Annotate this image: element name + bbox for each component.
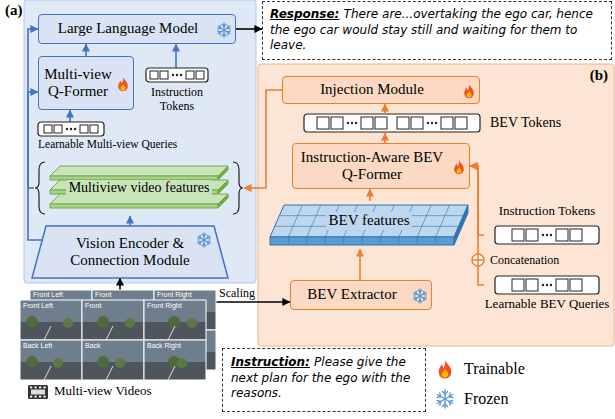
trainable-icon <box>464 84 474 98</box>
frozen-icon <box>218 23 230 37</box>
token-group: Instruction Tokens <box>142 68 212 118</box>
frozen-icon <box>437 390 453 408</box>
arrow-connector <box>369 189 371 201</box>
camera-label: Back Left <box>23 342 52 349</box>
encoder-trapezoid: Vision Encoder & Connection Module <box>32 226 228 278</box>
panel-ground <box>258 64 614 346</box>
camera-label: Front <box>95 291 111 298</box>
token-row <box>495 276 599 294</box>
feature-slab <box>50 166 228 180</box>
legend-text: Frozen <box>464 388 508 410</box>
node-label: Instruction Tokens <box>142 86 212 114</box>
panel-label: (b) <box>590 67 608 84</box>
node-label: Large Language Model <box>58 20 199 37</box>
arrow-connector <box>236 28 262 30</box>
token-row <box>146 68 208 82</box>
node-label: Multi-view Q-Former <box>43 66 113 101</box>
response-box: Response:There are...overtaking the ego … <box>262 1 612 60</box>
concat-plus <box>473 255 484 266</box>
arrow-connector <box>119 278 121 290</box>
arrow-connector <box>244 90 282 188</box>
panel-region: (b) Injection ModuleBEV TokensInstruction… <box>258 64 614 346</box>
token-group: BEV Tokens <box>300 113 580 133</box>
camera-label: Front <box>85 302 101 309</box>
node-label: Learnable BEV Queries <box>485 297 610 312</box>
legend-row: Frozen <box>434 388 604 410</box>
bev-grid: BEV features <box>270 201 468 249</box>
arrow-connector <box>129 216 131 226</box>
operation-label: Concatenation <box>490 253 559 267</box>
token-group: Learnable BEV Queries <box>484 276 610 330</box>
node-label: BEV Extractor <box>307 286 396 303</box>
arrow-connector <box>470 166 484 235</box>
feature-stack: Multiview video features <box>34 160 244 216</box>
token-row <box>38 122 104 136</box>
token-group: Instruction Tokens <box>484 204 610 244</box>
token-row <box>304 114 480 132</box>
camera-label: Back Right <box>147 342 181 349</box>
brace <box>35 162 243 214</box>
arrow-connector <box>384 133 386 143</box>
token-group: Learnable Multi-view Queries <box>36 122 226 156</box>
node-label: Vision Encoder & Connection Module <box>58 235 202 270</box>
panel-label: (a) <box>5 2 23 19</box>
node-label: BEV Tokens <box>490 115 561 131</box>
camera-label: Back <box>85 342 101 349</box>
arrow-connector <box>175 44 177 68</box>
film-icon <box>28 385 48 399</box>
edge-label: Scaling <box>218 287 256 300</box>
camera-label: Front Right <box>147 302 182 309</box>
arrow-connector <box>28 92 38 188</box>
node-label: Learnable Multi-view Queries <box>38 138 177 151</box>
frozen-icon <box>198 233 210 247</box>
node-label: Multi-view Videos <box>54 384 152 399</box>
arrow-connector <box>69 110 71 122</box>
token-row <box>495 226 599 244</box>
arrow-connector <box>85 44 87 56</box>
module-box: Multi-view Q-Former <box>38 56 134 110</box>
legend-icon <box>434 388 456 410</box>
panel-region: (a)Large Language ModelMulti-view Q-Form… <box>24 0 256 283</box>
trainable-icon <box>118 77 128 91</box>
trainable-icon <box>439 360 452 379</box>
node-label: Injection Module <box>320 81 424 98</box>
instruction-box: Instruction:Please give the next plan fo… <box>222 348 426 412</box>
trapezoid-outline <box>32 226 228 278</box>
concat-circle <box>472 254 484 266</box>
arrow-connector <box>359 249 361 280</box>
node-label: Instruction-Aware BEV Q-Former <box>299 149 445 184</box>
camera-grid <box>20 300 206 380</box>
node-label: Instruction Tokens <box>499 204 596 219</box>
bev-slab <box>270 205 468 245</box>
model-box: Large Language Model <box>38 14 236 44</box>
module-box: BEV Extractor <box>290 280 432 310</box>
text-heading: Instruction: <box>231 355 310 369</box>
module-box: Instruction-Aware BEV Q-Former <box>292 143 470 189</box>
node-label: BEV features <box>326 212 413 229</box>
module-box: Injection Module <box>282 76 480 104</box>
text-heading: Response: <box>270 7 339 21</box>
camera-label: Front Left <box>33 291 63 298</box>
camera-label: Front Left <box>23 302 53 309</box>
legend-row: Trainable <box>434 358 604 380</box>
legend-text: Trainable <box>464 358 525 380</box>
trainable-icon <box>454 160 464 174</box>
panel-ground <box>24 0 256 283</box>
camera-label: Front Right <box>157 291 192 298</box>
frozen-icon <box>414 289 426 303</box>
arrow-connector <box>384 104 386 113</box>
feature-slab <box>50 194 228 208</box>
arrow-connector <box>470 166 484 285</box>
legend-icon <box>434 358 456 380</box>
arrow-connector <box>216 301 290 303</box>
camera-grid <box>30 290 216 370</box>
node-label: Multiview video features <box>66 180 213 196</box>
